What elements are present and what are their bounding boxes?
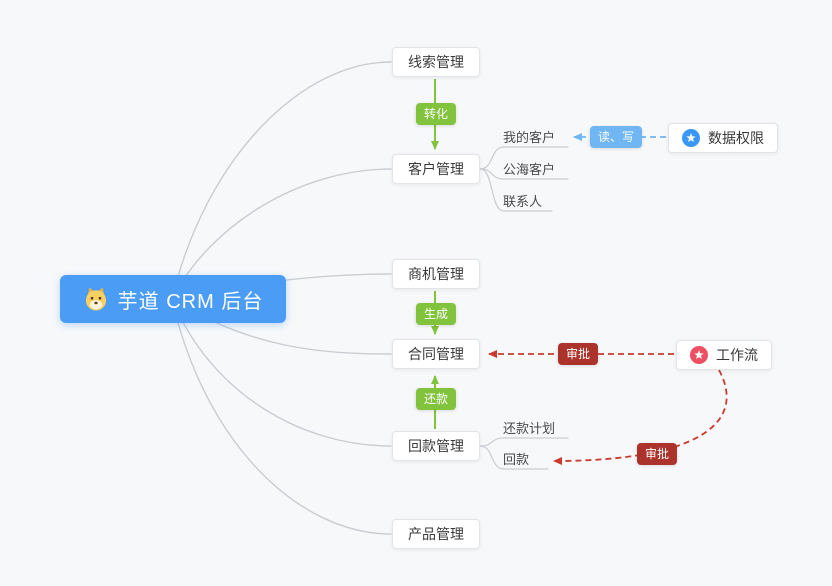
subnode-repayment-plan: 还款计划 bbox=[503, 421, 556, 436]
branch-receivable-payment bbox=[479, 445, 549, 470]
branch-root-product bbox=[171, 298, 392, 535]
subnode-payment: 回款 bbox=[503, 452, 530, 467]
star-icon bbox=[682, 129, 700, 147]
node-contract: 合同管理 bbox=[392, 339, 480, 369]
edge-label-repay: 还款 bbox=[415, 388, 457, 410]
node-data-permission: 数据权限 bbox=[668, 123, 778, 153]
node-receivable-label: 回款管理 bbox=[408, 438, 464, 454]
approve-receivable-arrow bbox=[553, 369, 728, 465]
node-business: 商机管理 bbox=[392, 259, 480, 289]
branch-receivable-plan bbox=[479, 437, 569, 447]
edge-label-approve-receivable: 审批 bbox=[636, 443, 678, 465]
star-icon bbox=[690, 346, 708, 364]
subnode-my-customer: 我的客户 bbox=[503, 130, 556, 145]
branch-customer-contact bbox=[479, 168, 553, 212]
dog-logo-icon bbox=[83, 286, 109, 312]
branch-root-receivable bbox=[171, 298, 392, 447]
root-node-label: 芋道 CRM 后台 bbox=[117, 290, 264, 313]
subnode-contact: 联系人 bbox=[503, 194, 543, 209]
edge-label-convert: 转化 bbox=[415, 103, 457, 125]
branch-root-leads bbox=[171, 61, 392, 300]
node-product: 产品管理 bbox=[392, 519, 480, 549]
edge-label-read-write: 读、写 bbox=[589, 126, 643, 148]
node-workflow: 工作流 bbox=[676, 340, 772, 370]
node-product-label: 产品管理 bbox=[408, 526, 464, 542]
branch-customer-my bbox=[479, 146, 569, 170]
node-leads: 线索管理 bbox=[392, 47, 480, 77]
node-data-permission-label: 数据权限 bbox=[708, 130, 764, 146]
edge-label-approve-contract: 审批 bbox=[557, 343, 599, 365]
node-workflow-label: 工作流 bbox=[716, 347, 758, 363]
edge-label-generate: 生成 bbox=[415, 303, 457, 325]
node-receivable: 回款管理 bbox=[392, 431, 480, 461]
node-leads-label: 线索管理 bbox=[408, 54, 464, 70]
node-customer-label: 客户管理 bbox=[408, 161, 464, 177]
node-contract-label: 合同管理 bbox=[408, 346, 464, 362]
branch-root-customer bbox=[171, 168, 392, 300]
branch-customer-public bbox=[479, 168, 569, 180]
node-customer: 客户管理 bbox=[392, 154, 480, 184]
subnode-public-customer: 公海客户 bbox=[503, 162, 556, 177]
root-node: 芋道 CRM 后台 bbox=[60, 275, 286, 323]
node-business-label: 商机管理 bbox=[408, 266, 464, 282]
